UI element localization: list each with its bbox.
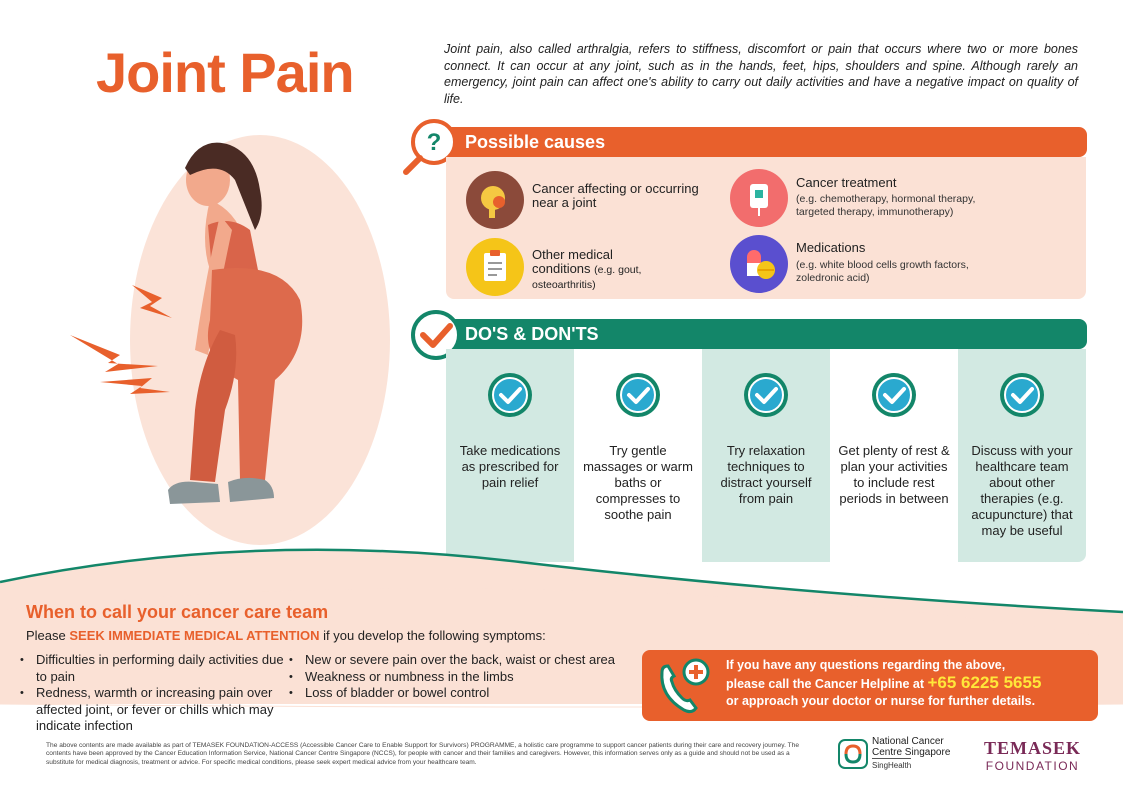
do-item: Get plenty of rest & plan your activitie… xyxy=(830,349,958,562)
do-item: Discuss with your healthcare team about … xyxy=(958,349,1086,562)
check-icon xyxy=(744,373,788,417)
cause-cancer-treatment: Cancer treatment (e.g. chemotherapy, hor… xyxy=(730,169,986,227)
cause-medications: Medications (e.g. white blood cells grow… xyxy=(730,235,996,293)
check-icon xyxy=(872,373,916,417)
nccs-logo: National Cancer Centre Singapore SingHea… xyxy=(838,736,950,771)
symptom-list-1: Difficulties in performing daily activit… xyxy=(20,652,292,735)
cause-label: Medications xyxy=(796,240,866,255)
helpline-line1: If you have any questions regarding the … xyxy=(726,658,1006,672)
do-text: Discuss with your healthcare team about … xyxy=(971,443,1073,538)
phone-plus-icon xyxy=(660,658,710,714)
nccs-logo-text: National Cancer Centre Singapore SingHea… xyxy=(872,736,950,771)
do-text: Take medications as prescribed for pain … xyxy=(459,443,561,490)
temasek-line1: TEMASEK xyxy=(984,738,1082,758)
do-text: Try relaxation techniques to distract yo… xyxy=(720,443,812,506)
call-team-heading: When to call your cancer care team xyxy=(26,602,329,622)
cause-text: Other medical conditions (e.g. gout, ost… xyxy=(532,248,662,292)
temasek-line2: FOUNDATION xyxy=(985,759,1080,773)
nccs-line3: SingHealth xyxy=(872,758,912,771)
check-icon xyxy=(616,373,660,417)
nccs-emblem-icon xyxy=(838,738,868,769)
disclaimer-text: The above contents are made available as… xyxy=(46,742,799,766)
cause-detail: (e.g. white blood cells growth factors, … xyxy=(796,259,969,284)
temasek-foundation-logo: TEMASEK FOUNDATION xyxy=(984,738,1081,773)
possible-causes-panel: Cancer affecting or occurring near a joi… xyxy=(446,157,1086,299)
checkmark-circle-icon xyxy=(411,310,461,360)
cause-text: Cancer treatment (e.g. chemotherapy, hor… xyxy=(796,176,986,219)
bone-tumor-icon xyxy=(466,171,524,229)
helpline-prefix: please call the Cancer Helpline at xyxy=(726,677,928,691)
dos-donts-heading: DO'S & DON'TS xyxy=(465,324,599,344)
do-item: Try gentle massages or warm baths or com… xyxy=(574,349,702,562)
symptom-item: Weakness or numbness in the limbs xyxy=(289,669,639,686)
possible-causes-heading: Possible causes xyxy=(465,132,606,152)
call-team-subtitle: Please SEEK IMMEDIATE MEDICAL ATTENTION … xyxy=(26,628,546,643)
subtitle-highlight: SEEK IMMEDIATE MEDICAL ATTENTION xyxy=(69,628,320,643)
cause-label: Other medical conditions xyxy=(532,247,613,276)
symptom-item: Redness, warmth or increasing pain over … xyxy=(20,685,292,735)
do-text: Get plenty of rest & plan your activitie… xyxy=(838,443,950,506)
nccs-line1: National Cancer xyxy=(872,736,944,747)
helpline-number[interactable]: +65 6225 5655 xyxy=(927,673,1042,692)
symptom-item: Difficulties in performing daily activit… xyxy=(20,652,292,685)
cause-label: Cancer treatment xyxy=(796,175,897,190)
dos-donts-panel: Take medications as prescribed for pain … xyxy=(446,349,1086,562)
svg-text:?: ? xyxy=(427,129,442,156)
do-item: Take medications as prescribed for pain … xyxy=(446,349,574,562)
cause-detail: (e.g. chemotherapy, hormonal therapy, ta… xyxy=(796,193,976,218)
nccs-line2: Centre Singapore xyxy=(872,747,951,758)
subtitle-prefix: Please xyxy=(26,628,70,643)
symptom-list-2: New or severe pain over the back, waist … xyxy=(289,652,639,702)
helpline-text: If you have any questions regarding the … xyxy=(726,657,1092,710)
symptom-item: Loss of bladder or bowel control xyxy=(289,685,639,702)
pills-icon xyxy=(730,235,788,293)
cause-cancer-near-joint: Cancer affecting or occurring near a joi… xyxy=(466,171,722,229)
clipboard-icon xyxy=(466,238,524,296)
possible-causes-header: Possible causes xyxy=(445,127,1087,157)
cause-other-conditions: Other medical conditions (e.g. gout, ost… xyxy=(466,238,662,296)
intro-paragraph: Joint pain, also called arthralgia, refe… xyxy=(444,42,1078,106)
helpline-line3: or approach your doctor or nurse for fur… xyxy=(726,694,1036,708)
do-item: Try relaxation techniques to distract yo… xyxy=(702,349,830,562)
cause-detail: (e.g. gout, osteoarthritis) xyxy=(532,264,642,291)
symptom-item: New or severe pain over the back, waist … xyxy=(289,652,639,669)
helpline-box: If you have any questions regarding the … xyxy=(642,650,1098,721)
iv-bag-icon xyxy=(730,169,788,227)
cause-label: Cancer affecting or occurring near a joi… xyxy=(532,181,699,210)
do-text: Try gentle massages or warm baths or com… xyxy=(583,443,693,522)
check-icon xyxy=(1000,373,1044,417)
subtitle-suffix: if you develop the following symptoms: xyxy=(319,628,546,643)
joint-pain-illustration xyxy=(70,135,390,545)
check-icon xyxy=(488,373,532,417)
cause-text: Medications (e.g. white blood cells grow… xyxy=(796,241,996,285)
magnifier-question-icon: ? xyxy=(403,119,457,175)
page-title: Joint Pain xyxy=(96,41,355,104)
dos-donts-header: DO'S & DON'TS xyxy=(445,319,1087,349)
helpline-line2: please call the Cancer Helpline at +65 6… xyxy=(726,674,1092,693)
